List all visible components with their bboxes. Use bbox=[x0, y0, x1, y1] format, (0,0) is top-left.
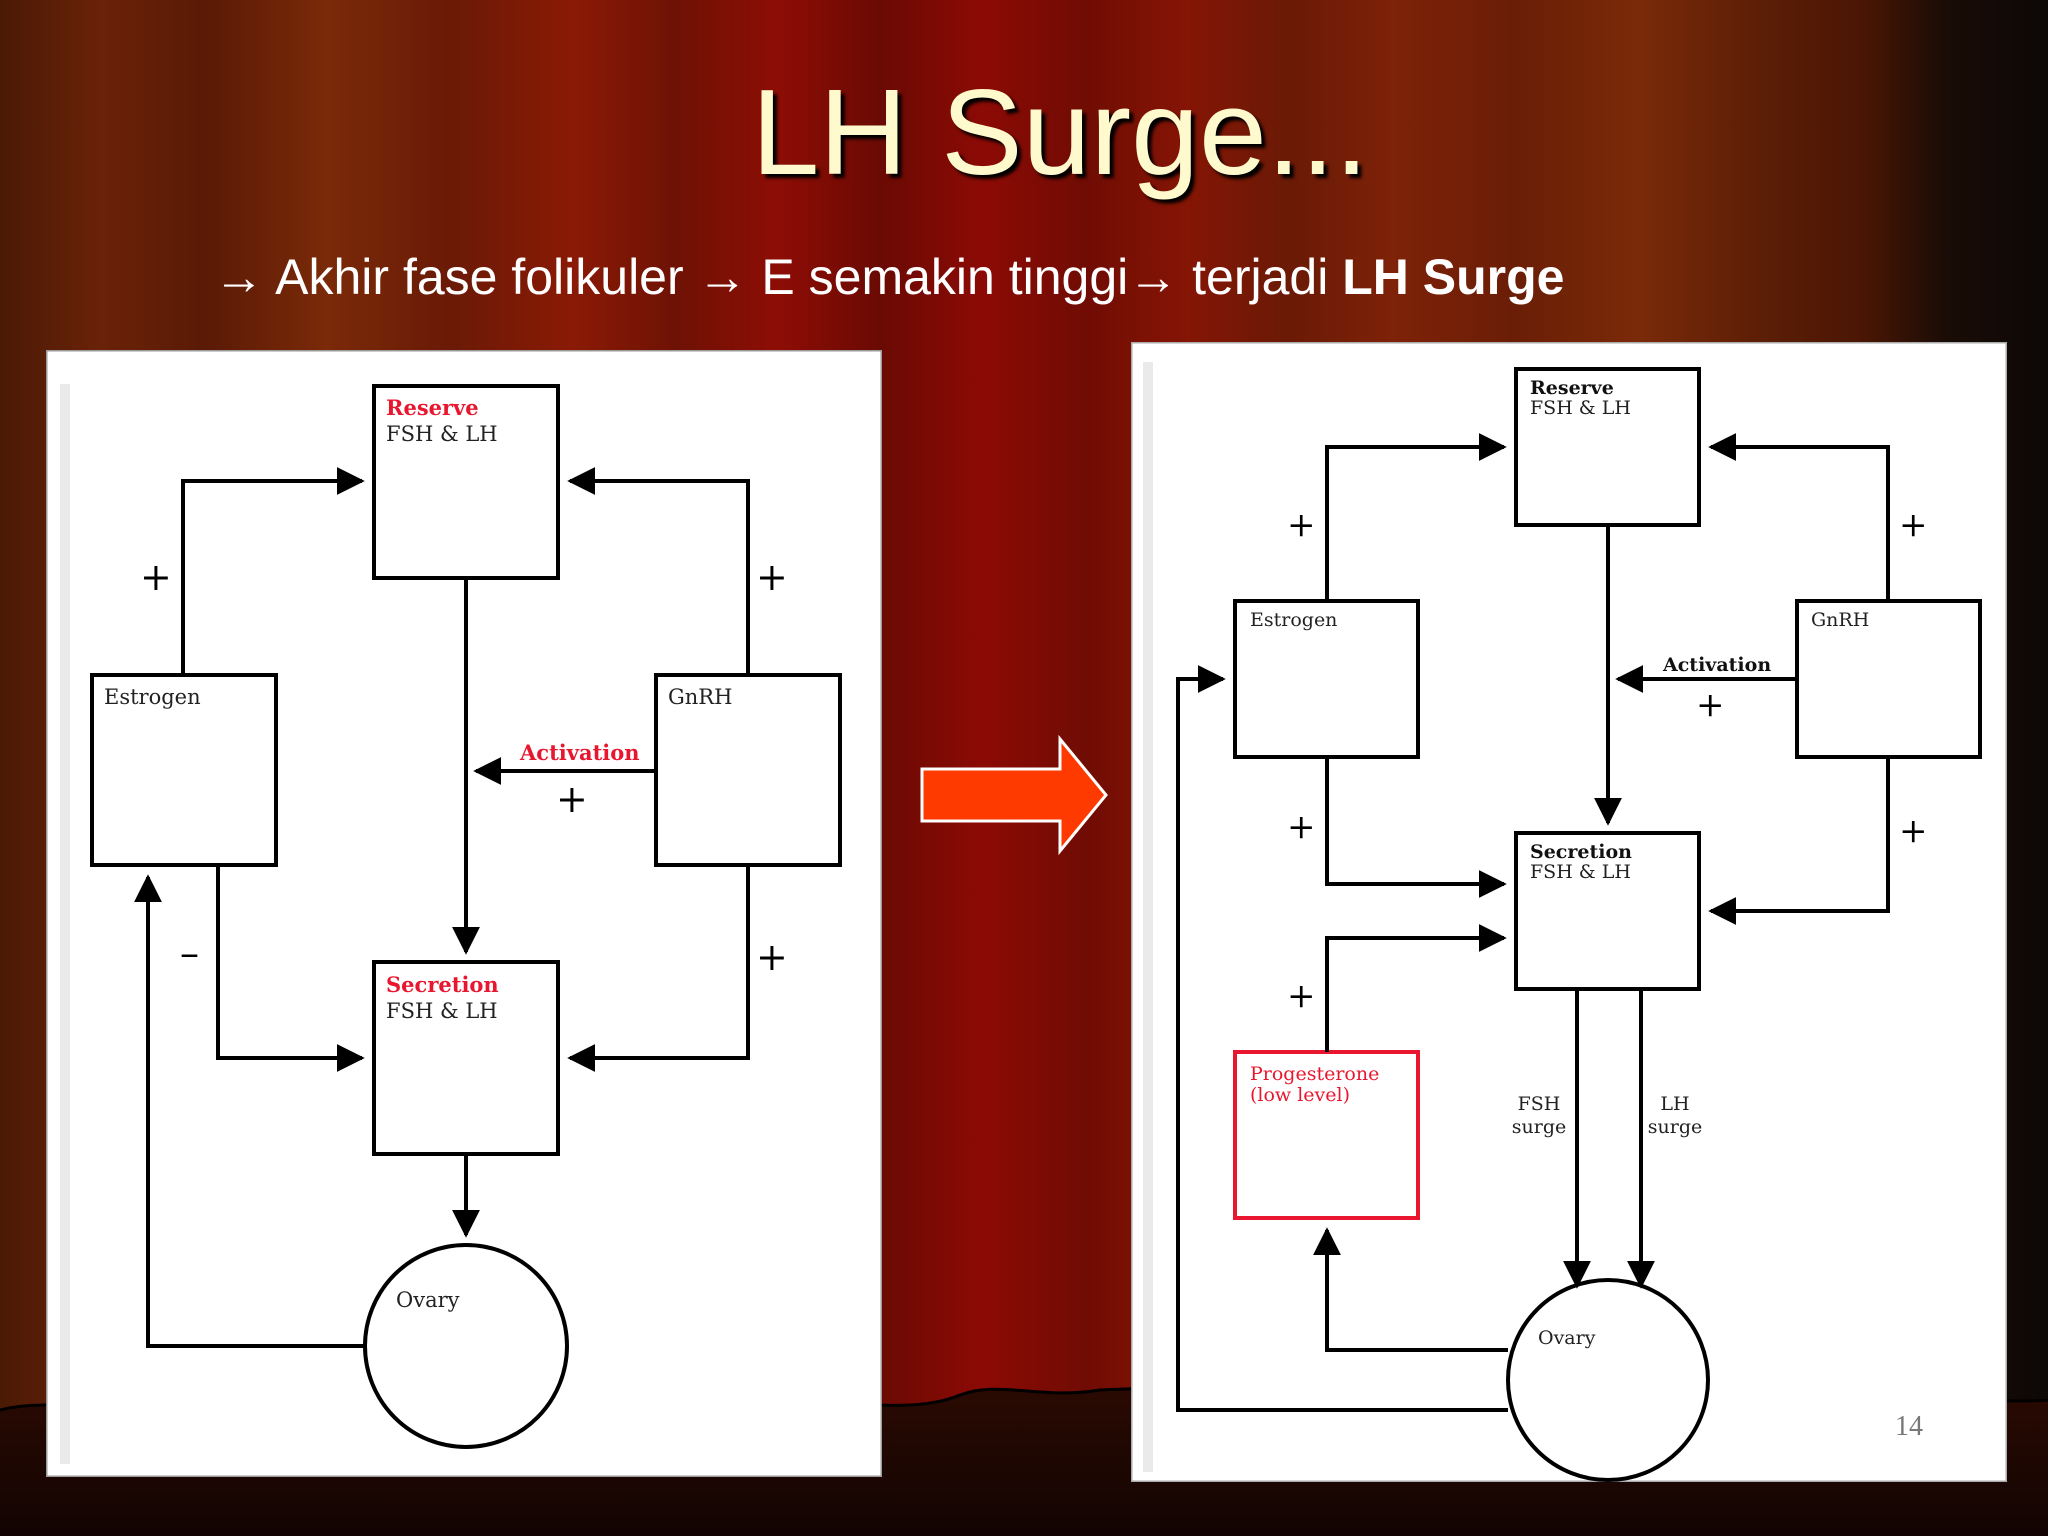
subtitle-emphasis: LH Surge bbox=[1342, 249, 1565, 305]
left-reserve-sub: FSH & LH bbox=[386, 422, 498, 446]
right-plus-progesterone-secretion: + bbox=[1287, 976, 1316, 1016]
slide-title: LH Surge... bbox=[751, 64, 1369, 200]
right-gnrh-to-reserve-arrow bbox=[1708, 433, 1890, 601]
right-ovary-label: Ovary bbox=[1538, 1327, 1596, 1349]
right-plus-estrogen-secretion: + bbox=[1287, 807, 1316, 847]
left-gnrh-to-secretion-arrow bbox=[567, 865, 750, 1072]
right-lh-label: LH bbox=[1660, 1093, 1689, 1115]
right-ovary-to-progesterone-arrow bbox=[1313, 1227, 1508, 1352]
left-ovary-to-estrogen-arrow bbox=[134, 874, 365, 1348]
right-plus-gnrh-reserve: + bbox=[1899, 505, 1928, 545]
right-secretion-box bbox=[1514, 831, 1701, 991]
left-estrogen-label: Estrogen bbox=[104, 685, 201, 709]
right-estrogen-label: Estrogen bbox=[1250, 609, 1337, 631]
right-reserve-sub: FSH & LH bbox=[1530, 397, 1631, 419]
right-diagram: Reserve FSH & LH Estrogen GnRH Activatio… bbox=[1129, 340, 2009, 1484]
right-ovary-circle bbox=[1506, 1278, 1710, 1482]
right-reserve-title: Reserve bbox=[1530, 377, 1614, 399]
right-estrogen-to-reserve-arrow bbox=[1325, 433, 1507, 601]
left-estrogen-to-secretion-arrow bbox=[216, 865, 365, 1072]
slide-number: 14 bbox=[1895, 1411, 1923, 1442]
subtitle-text: → Akhir fase folikuler → E semakin tingg… bbox=[214, 249, 1343, 305]
right-plus-gnrh-secretion: + bbox=[1899, 811, 1928, 851]
left-activation-label: Activation bbox=[519, 740, 640, 765]
left-activation-plus: + bbox=[556, 777, 588, 821]
right-estrogen-to-secretion-arrow bbox=[1325, 757, 1507, 898]
right-gnrh-label: GnRH bbox=[1811, 609, 1869, 631]
right-activation-label: Activation bbox=[1662, 654, 1771, 676]
left-estrogen-to-reserve-arrow bbox=[181, 467, 365, 675]
left-gnrh-label: GnRH bbox=[668, 685, 732, 709]
right-plus-estrogen-reserve: + bbox=[1287, 505, 1316, 545]
slide-subtitle: → Akhir fase folikuler → E semakin tingg… bbox=[214, 248, 1564, 306]
left-minus-estrogen-secretion: – bbox=[180, 931, 199, 975]
left-gnrh-to-reserve-arrow bbox=[567, 467, 750, 675]
left-diagram-panel: Reserve FSH & LH Estrogen GnRH Activatio… bbox=[44, 348, 884, 1479]
left-plus-gnrh-secretion: + bbox=[756, 935, 788, 979]
transition-arrow-icon bbox=[920, 735, 1108, 855]
right-ovary-to-estrogen-arrow bbox=[1176, 665, 1508, 1412]
right-progesterone-to-secretion-arrow bbox=[1325, 924, 1507, 1052]
right-diagram-panel: Reserve FSH & LH Estrogen GnRH Activatio… bbox=[1129, 340, 2009, 1484]
right-secretion-title: Secretion bbox=[1530, 841, 1632, 863]
left-plus-estrogen-reserve: + bbox=[140, 555, 172, 599]
left-reserve-title: Reserve bbox=[386, 395, 479, 420]
left-diagram: Reserve FSH & LH Estrogen GnRH Activatio… bbox=[44, 348, 884, 1479]
right-lh-surge-label: surge bbox=[1648, 1116, 1702, 1138]
right-fsh-surge-label: surge bbox=[1512, 1116, 1566, 1138]
left-ovary-label: Ovary bbox=[396, 1288, 460, 1312]
left-plus-gnrh-reserve: + bbox=[756, 555, 788, 599]
right-gnrh-to-secretion-arrow bbox=[1708, 757, 1890, 925]
left-secretion-sub: FSH & LH bbox=[386, 999, 498, 1023]
right-fsh-label: FSH bbox=[1518, 1093, 1561, 1115]
left-secretion-title: Secretion bbox=[386, 972, 499, 997]
right-activation-plus: + bbox=[1696, 685, 1725, 725]
right-secretion-sub: FSH & LH bbox=[1530, 861, 1631, 883]
right-progesterone-line1: Progesterone bbox=[1250, 1063, 1379, 1085]
right-progesterone-line2: (low level) bbox=[1250, 1084, 1350, 1106]
